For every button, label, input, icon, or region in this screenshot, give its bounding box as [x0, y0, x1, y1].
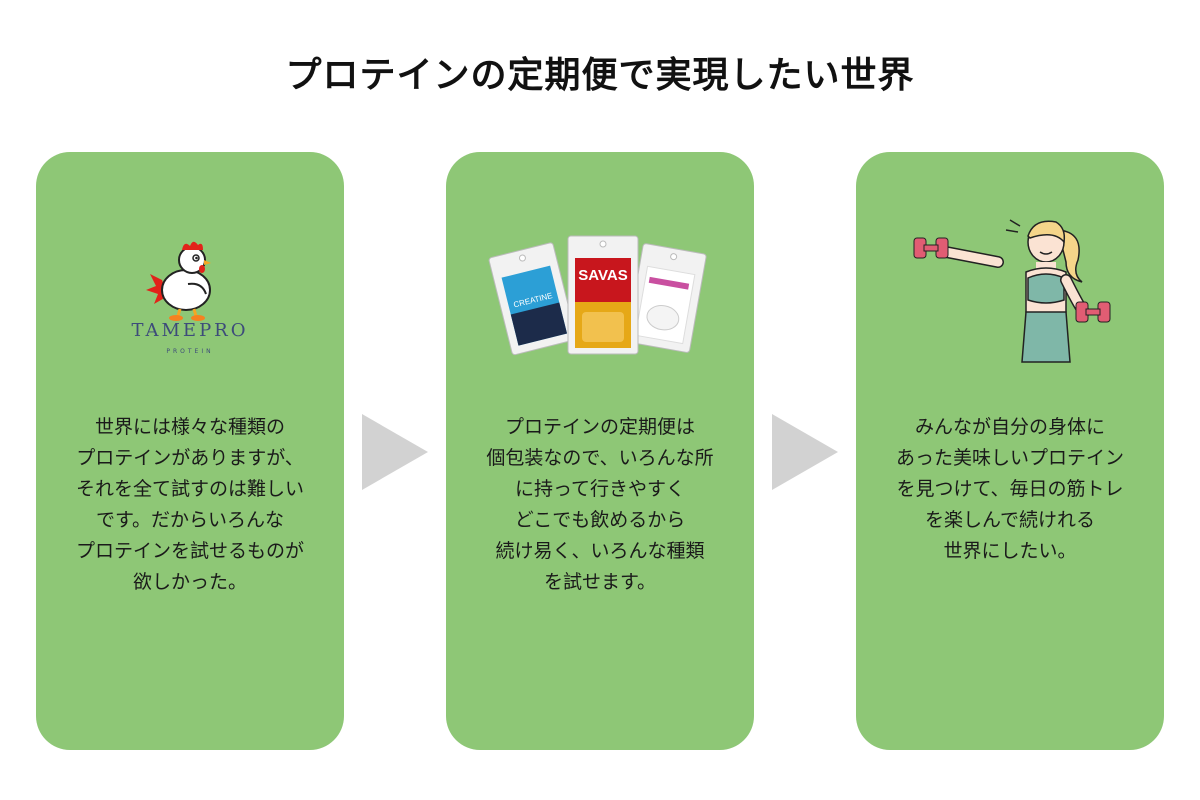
text-line: みんなが自分の身体に: [914, 416, 1105, 438]
chicken-mascot-icon: [146, 241, 211, 321]
text-line: プロテインを試せるものが: [75, 540, 304, 562]
text-line: どこでも飲めるから: [514, 509, 686, 531]
text-line: プロテインがありますが、: [76, 447, 304, 469]
text-line: それを全て試すのは難しい: [75, 478, 304, 500]
text-line: プロテインの定期便は: [504, 416, 695, 438]
card-variety: TAMEPRO PROTEIN 世界には様々な種類の プロテインがありますが、 …: [36, 152, 344, 750]
text-line: 世界にしたい。: [943, 540, 1077, 562]
text-line: を見つけて、毎日の筋トレ: [896, 478, 1124, 500]
logo-wordmark: TAMEPRO: [131, 320, 249, 341]
text-line: を楽しんで続けれる: [924, 509, 1096, 531]
text-line: 世界には様々な種類の: [94, 416, 285, 438]
pack-label-savas: SAVAS: [578, 267, 627, 284]
woman-dumbbells-icon: [906, 212, 1116, 372]
logo-subtext: PROTEIN: [166, 348, 214, 355]
arrow-right-icon: [772, 414, 838, 490]
text-line: 続け易く、いろんな種類: [495, 540, 705, 562]
card-vision: みんなが自分の身体に あった美味しいプロテイン を見つけて、毎日の筋トレ を楽し…: [856, 152, 1164, 750]
card-text: みんなが自分の身体に あった美味しいプロテイン を見つけて、毎日の筋トレ を楽し…: [856, 412, 1164, 567]
page-title: プロテインの定期便で実現したい世界: [285, 55, 915, 96]
arrow-right-icon: [362, 414, 428, 490]
text-line: 欲しかった。: [132, 571, 247, 593]
card-text: 世界には様々な種類の プロテインがありますが、 それを全て試すのは難しい です。…: [36, 412, 344, 598]
text-line: を試せます。: [543, 571, 657, 593]
text-line: あった美味しいプロテイン: [895, 447, 1124, 469]
text-line: です。だからいろんな: [95, 509, 285, 531]
card-text: プロテインの定期便は 個包装なので、いろんな所 に持って行きやすく どこでも飲め…: [446, 412, 754, 598]
text-line: に持って行きやすく: [514, 478, 686, 500]
protein-packs-icon: CREATINE SAVAS: [486, 230, 716, 360]
text-line: 個包装なので、いろんな所: [486, 447, 714, 469]
card-subscription: CREATINE SAVAS プロテインの定期便は 個包装なので、いろんな所 に…: [446, 152, 754, 750]
tamepro-logo: TAMEPRO PROTEIN: [110, 232, 270, 372]
